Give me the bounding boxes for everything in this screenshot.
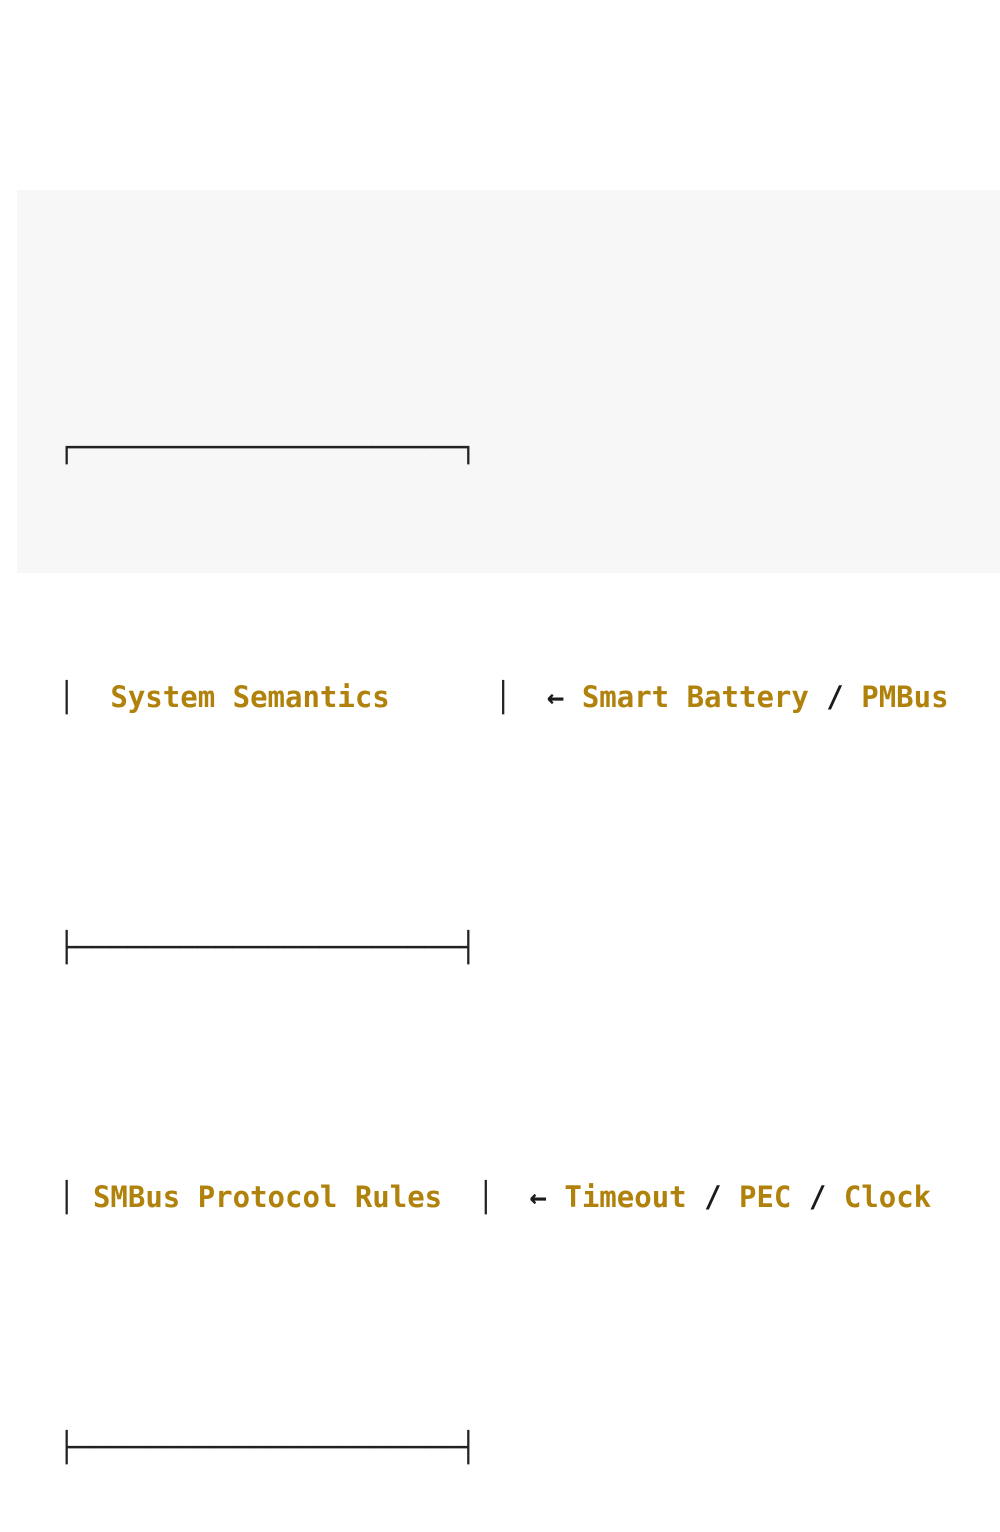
box-vertical-left-icon: │ [58, 680, 76, 714]
layer-label-smbus-protocol-rules: SMBus Protocol Rules [92, 1180, 443, 1214]
layer-label-system-semantics: System Semantics [110, 680, 390, 714]
box-divider-rule: ────────────────────── [75, 1430, 460, 1464]
annotation-separator: / [704, 1180, 722, 1214]
spacer [722, 1180, 739, 1214]
spacer [442, 1180, 477, 1214]
spacer [687, 1180, 704, 1214]
spacer [547, 1180, 564, 1214]
diagram-panel: ┌──────────────────────┐ │ System Semant… [17, 190, 1000, 1464]
box-divider-row-1: ├──────────────────────┤ [58, 922, 949, 972]
annotation-pec: PEC [739, 1180, 792, 1214]
spacer [75, 680, 110, 714]
box-vertical-left-icon: │ [58, 1180, 76, 1214]
screenshot-canvas: ┌──────────────────────┐ │ System Semant… [17, 190, 1000, 1464]
box-tee-left-icon: ├ [58, 1430, 76, 1464]
annotation-separator: / [808, 1180, 827, 1214]
box-tee-left-icon: ├ [58, 930, 76, 964]
box-vertical-right-icon: │ [494, 680, 512, 714]
box-tee-right-icon: ┤ [459, 930, 478, 964]
box-top-rule: ────────────────────── [75, 430, 460, 464]
box-vertical-right-icon: │ [477, 1180, 495, 1214]
spacer [512, 680, 547, 714]
spacer [75, 1180, 92, 1214]
layer-row-system-semantics: │ System Semantics │ ← Smart Battery / P… [58, 672, 949, 722]
annotation-smart-battery: Smart Battery [581, 680, 809, 714]
spacer [791, 1180, 808, 1214]
spacer [844, 680, 861, 714]
annotation-clock: Clock [843, 1180, 932, 1214]
spacer [495, 1180, 530, 1214]
spacer [390, 680, 495, 714]
annotation-pmbus: PMBus [861, 680, 949, 714]
layer-row-smbus-protocol-rules: │ SMBus Protocol Rules │ ← Timeout / PEC… [58, 1172, 949, 1222]
annotation-timeout: Timeout [564, 1180, 687, 1214]
layer-stack-diagram: ┌──────────────────────┐ │ System Semant… [58, 222, 949, 1532]
spacer [826, 1180, 843, 1214]
box-divider-rule: ────────────────────── [75, 930, 460, 964]
spacer [809, 680, 826, 714]
spacer [564, 680, 581, 714]
box-top-border-row: ┌──────────────────────┐ [58, 422, 949, 472]
box-divider-row-2: ├──────────────────────┤ [58, 1422, 949, 1472]
box-top-right-corner-icon: ┐ [459, 430, 478, 464]
left-arrow-icon: ← [546, 680, 565, 714]
left-arrow-icon: ← [529, 1180, 547, 1214]
box-top-left-corner-icon: ┌ [58, 430, 76, 464]
box-tee-right-icon: ┤ [459, 1430, 478, 1464]
annotation-separator: / [826, 680, 844, 714]
